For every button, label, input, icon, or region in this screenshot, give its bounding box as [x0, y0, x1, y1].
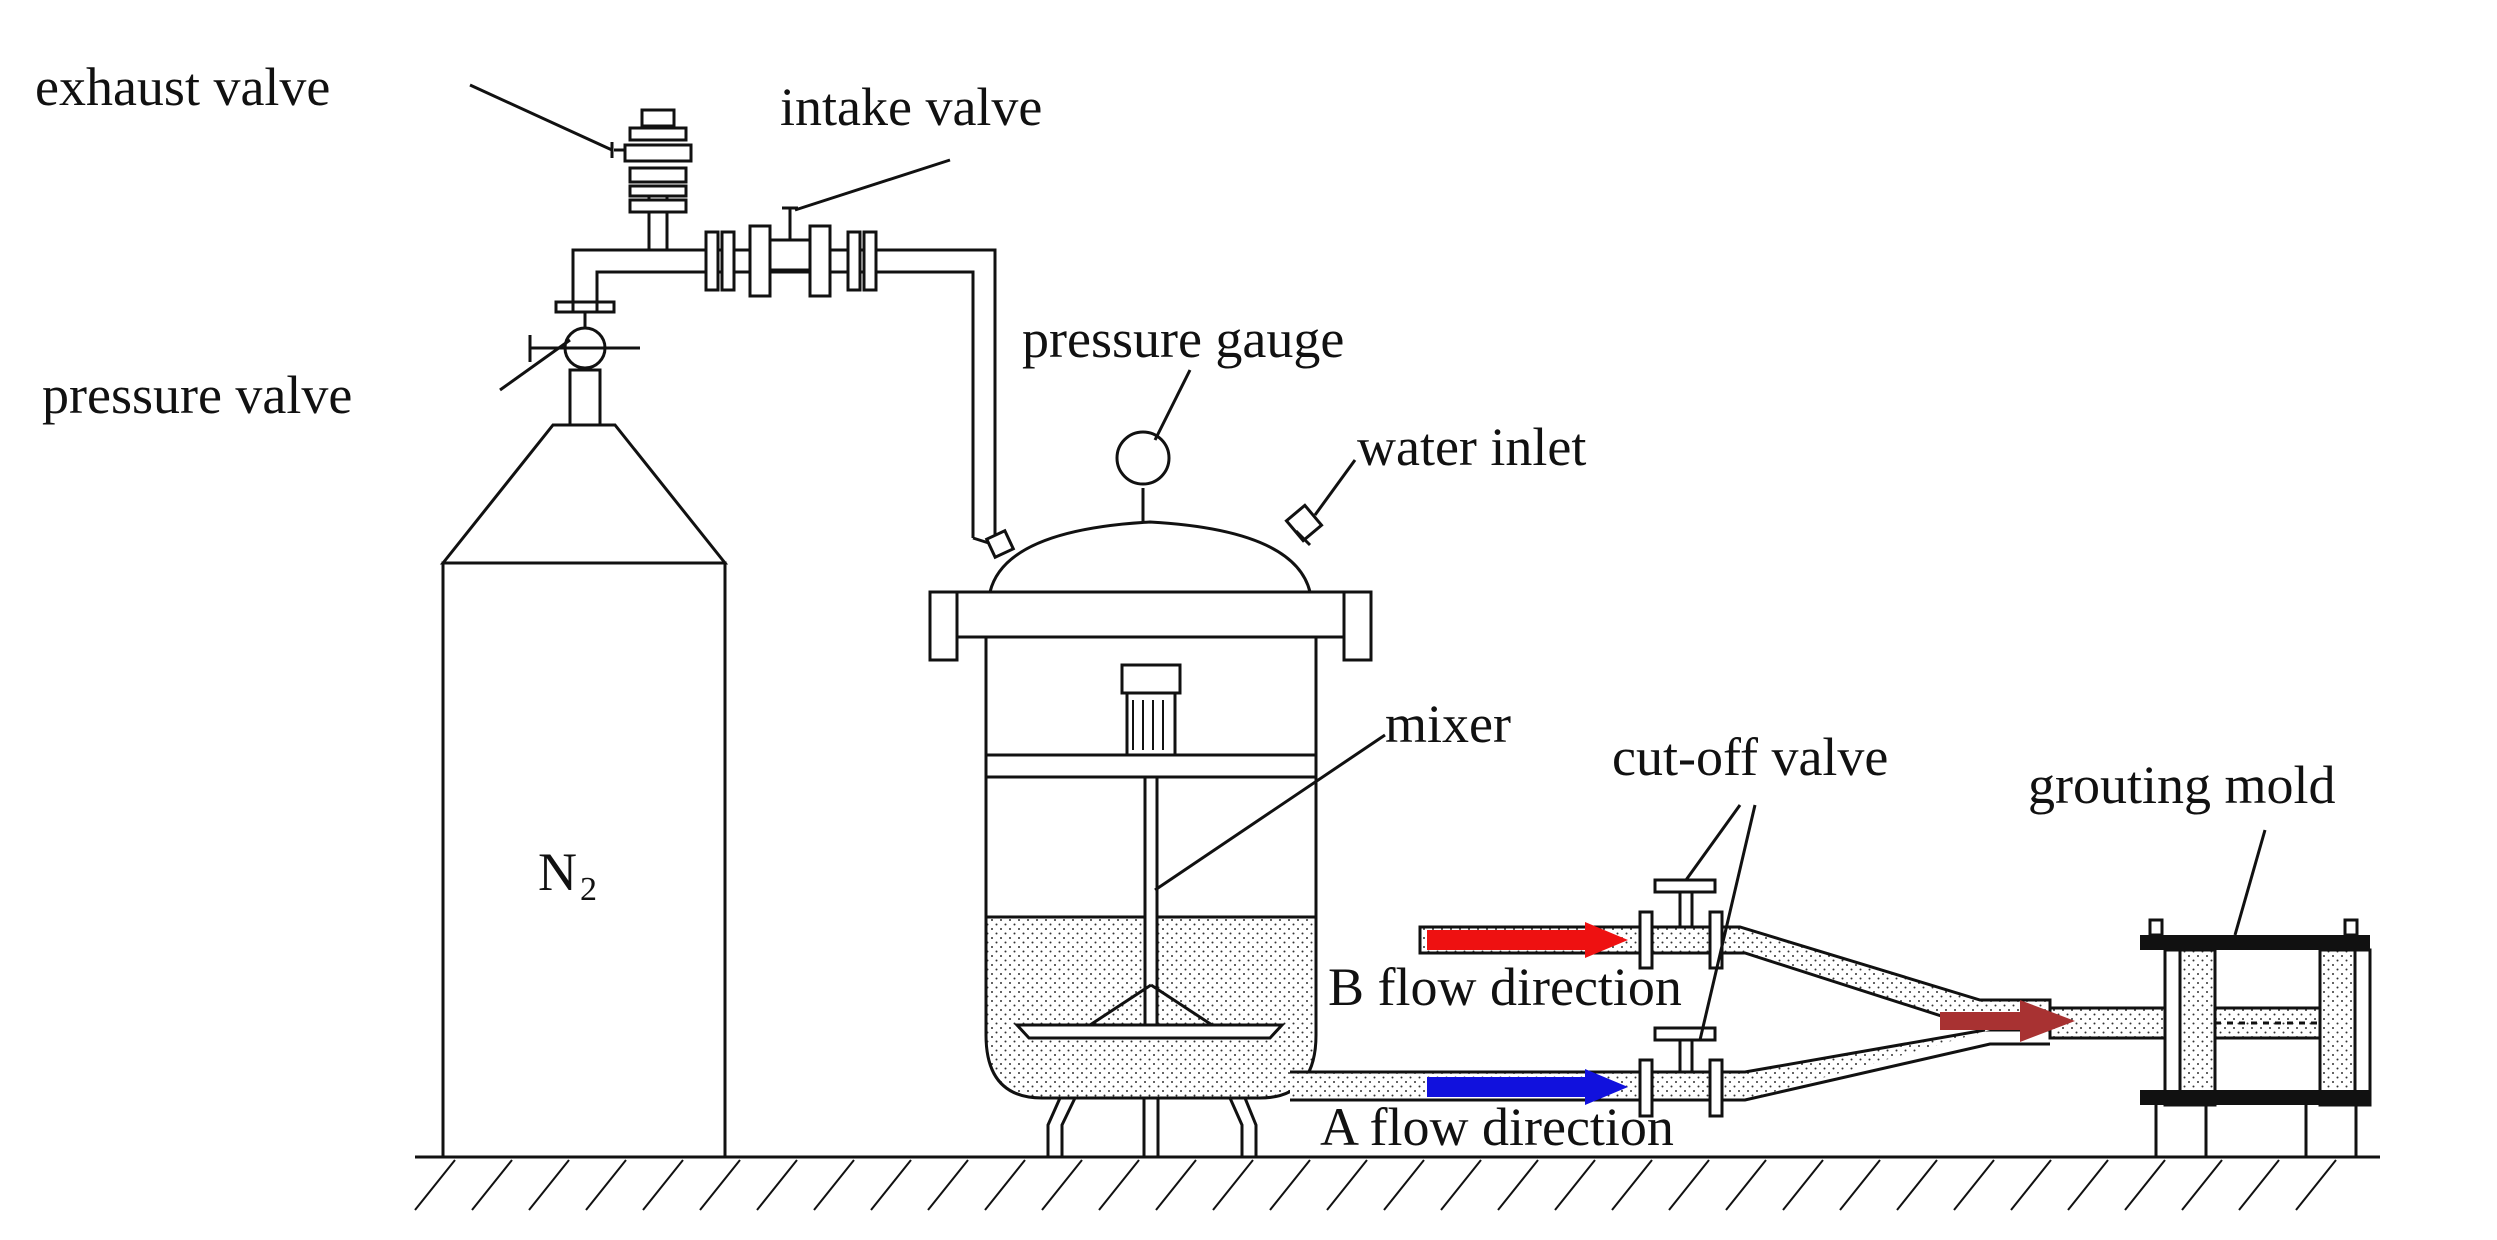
cylinder-label-n: N	[538, 842, 577, 902]
b-flow-direction-label: B flow direction	[1328, 957, 1682, 1017]
ground-hatch-mark	[1725, 1159, 1767, 1211]
ground-hatch-mark	[1611, 1159, 1653, 1211]
mold-top-plate	[2140, 935, 2370, 950]
ground-hatch-mark	[1041, 1159, 1083, 1211]
ground	[414, 1155, 2380, 1211]
leader-lines	[469, 83, 2267, 1041]
ground-hatch-mark	[1269, 1159, 1311, 1211]
grouting-mold	[2140, 918, 2372, 1157]
ground-hatch-mark	[870, 1159, 912, 1211]
ground-hatch-mark	[2010, 1159, 2052, 1211]
ground-hatch-mark	[642, 1159, 684, 1211]
water-inlet-label: water inlet	[1357, 417, 1586, 477]
ground-hatch-mark	[1155, 1159, 1197, 1211]
nitrogen-cylinder: N 2	[439, 368, 729, 1159]
ground-hatch-mark	[1668, 1159, 1710, 1211]
exhaust-valve-label: exhaust valve	[35, 57, 330, 117]
ground-hatch-mark	[1098, 1159, 1140, 1211]
ground-hatch-mark	[528, 1159, 570, 1211]
ground-hatch-mark	[2124, 1159, 2166, 1211]
grouting-mold-label: grouting mold	[2028, 755, 2336, 815]
ground-hatch-mark	[984, 1159, 1026, 1211]
ground-hatch-mark	[2238, 1159, 2280, 1211]
a-flow-arrow	[1427, 1069, 1628, 1105]
ground-hatch-mark	[2181, 1159, 2223, 1211]
ground-hatch-mark	[1440, 1159, 1482, 1211]
ground-hatch-mark	[1896, 1159, 1938, 1211]
ground-hatch-mark	[2067, 1159, 2109, 1211]
ground-hatch-mark	[1953, 1159, 1995, 1211]
ground-hatch-mark	[699, 1159, 741, 1211]
mixer	[1013, 663, 1286, 1040]
pressure-valve	[528, 300, 640, 370]
cylinder-label-subscript: 2	[580, 871, 597, 908]
a-flow-direction-label: A flow direction	[1320, 1097, 1674, 1157]
intake-valve	[704, 206, 878, 298]
ground-hatch-mark	[2295, 1159, 2337, 1211]
ground-hatch-mark	[1497, 1159, 1539, 1211]
ground-hatch-mark	[1326, 1159, 1368, 1211]
pressure-gauge-label: pressure gauge	[1022, 309, 1344, 369]
ground-hatch-mark	[585, 1159, 627, 1211]
ground-hatch-mark	[756, 1159, 798, 1211]
mold-bottom-plate	[2140, 1090, 2370, 1105]
ground-hatch-mark	[1782, 1159, 1824, 1211]
ground-hatch-mark	[1212, 1159, 1254, 1211]
ground-hatch-mark	[1554, 1159, 1596, 1211]
intake-valve-label: intake valve	[780, 77, 1042, 137]
cut-off-valve-label: cut-off valve	[1612, 727, 1888, 787]
pressure-valve-label: pressure valve	[42, 365, 352, 425]
ground-hatch-mark	[1839, 1159, 1881, 1211]
ground-hatch-mark	[471, 1159, 513, 1211]
ground-hatch-mark	[813, 1159, 855, 1211]
ground-hatch-mark	[927, 1159, 969, 1211]
b-flow-arrow	[1427, 922, 1628, 958]
exhaust-valve	[610, 108, 693, 252]
mixer-label: mixer	[1385, 694, 1511, 754]
ground-hatch-mark	[1383, 1159, 1425, 1211]
outlet-flow-arrow	[1940, 1000, 2075, 1042]
ground-hatch-mark	[414, 1159, 456, 1211]
